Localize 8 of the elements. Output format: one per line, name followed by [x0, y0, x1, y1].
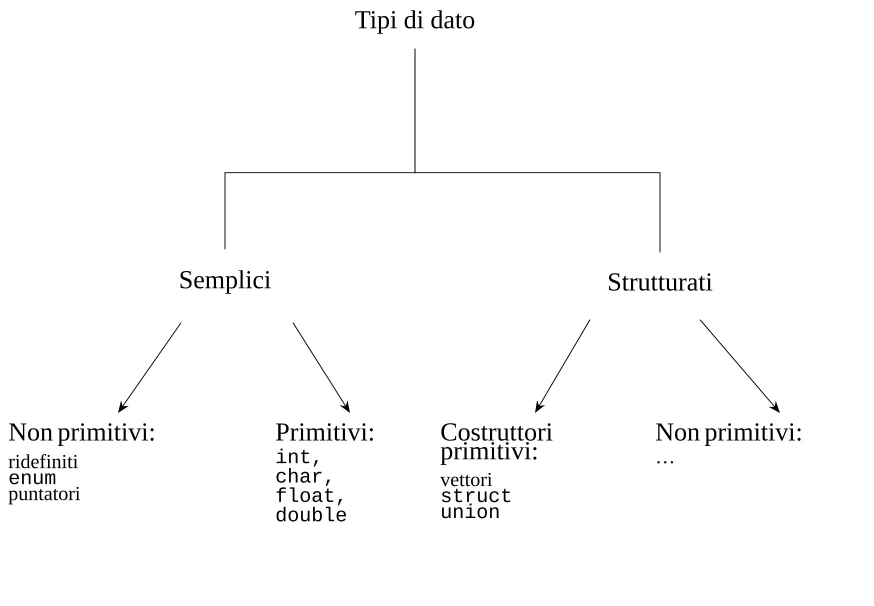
- type-list: Non primitivi: ridefiniti enum puntatori: [8, 423, 154, 504]
- type-list: Costruttori primitivi: vettori struct union: [440, 423, 552, 518]
- type-list: Primitivi: int, char, float, double: [276, 423, 373, 522]
- root-label: Tipi di dato: [355, 10, 474, 34]
- tree-connector: [414, 48, 660, 253]
- type-list: Non primitivi: …: [656, 423, 801, 464]
- category-label: Strutturati: [609, 273, 712, 291]
- category-label: Semplici: [180, 270, 271, 294]
